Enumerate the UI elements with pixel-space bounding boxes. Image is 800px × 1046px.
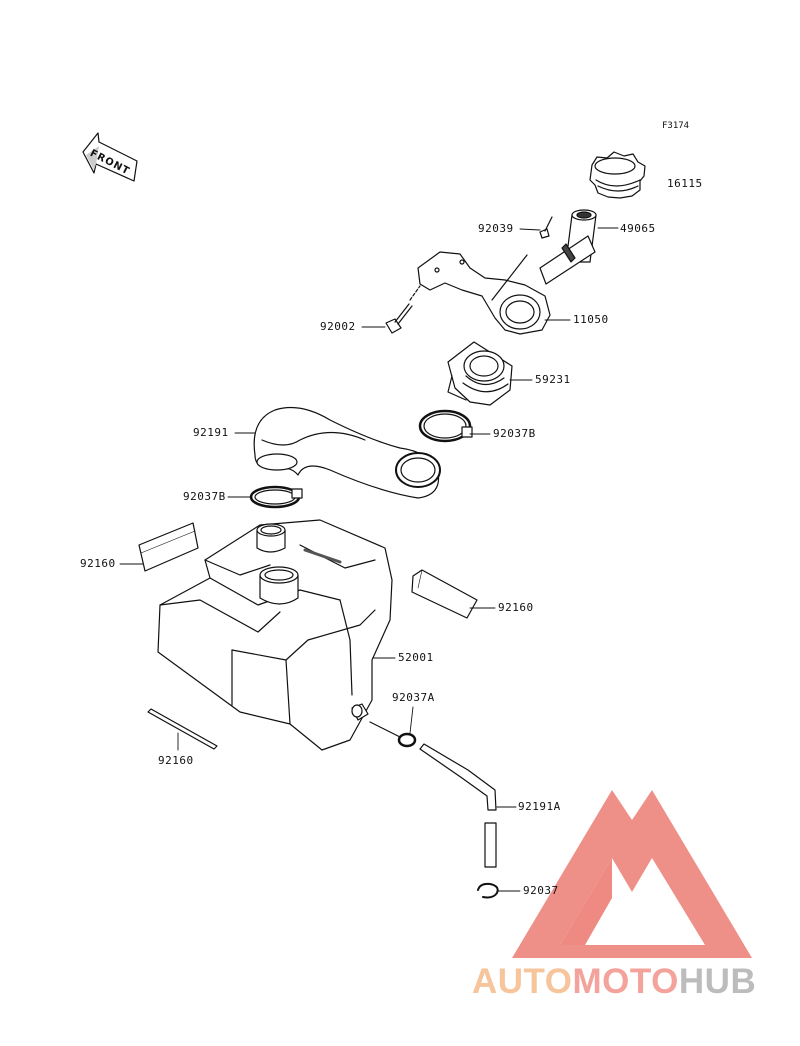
part-label-49065: 49065 <box>620 222 656 235</box>
foam-strip-right <box>411 569 478 619</box>
part-label-92037b-upper: 92037B <box>493 427 536 440</box>
filler-flange <box>447 341 513 406</box>
part-label-92160-bottom: 92160 <box>158 754 194 767</box>
leader-lines <box>119 227 619 892</box>
part-label-92160-left: 92160 <box>80 557 116 570</box>
part-label-92039: 92039 <box>478 222 514 235</box>
front-arrow-icon <box>82 132 138 182</box>
fuel-tank <box>157 519 393 751</box>
part-label-59231: 59231 <box>535 373 571 386</box>
pin-92039 <box>539 216 553 239</box>
part-label-92191a: 92191A <box>518 800 561 813</box>
figure-code: F3174 <box>662 121 690 131</box>
hose-92191a <box>419 743 497 868</box>
bolt-92002 <box>385 285 421 334</box>
clamp-92037a <box>369 721 417 748</box>
bracket-plate <box>417 251 551 335</box>
watermark-brand: AUTOMOTOHUB <box>472 962 756 1002</box>
brand-part-hub: HUB <box>678 962 757 1001</box>
clip-92037 <box>477 882 499 899</box>
part-label-52001: 52001 <box>398 651 434 664</box>
brand-part-moto: MOTO <box>572 962 679 1001</box>
fuel-cap <box>589 151 646 199</box>
filler-neck <box>539 209 597 285</box>
part-label-92002: 92002 <box>320 320 356 333</box>
watermark-logo <box>512 790 752 958</box>
foam-strip-left <box>138 522 199 572</box>
part-label-11050: 11050 <box>573 313 609 326</box>
part-label-16115: 16115 <box>667 177 703 190</box>
part-label-92191: 92191 <box>193 426 229 439</box>
brand-part-auto: AUTO <box>472 962 573 1001</box>
part-label-92037: 92037 <box>523 884 559 897</box>
foam-strip-bottom <box>147 708 218 750</box>
part-label-92037b-lower: 92037B <box>183 490 226 503</box>
clamp-92037b-lower <box>249 485 303 509</box>
hose-92191 <box>253 407 441 499</box>
part-label-92160-right: 92160 <box>498 601 534 614</box>
part-label-92037a: 92037A <box>392 691 435 704</box>
clamp-92037b-upper <box>418 409 473 443</box>
